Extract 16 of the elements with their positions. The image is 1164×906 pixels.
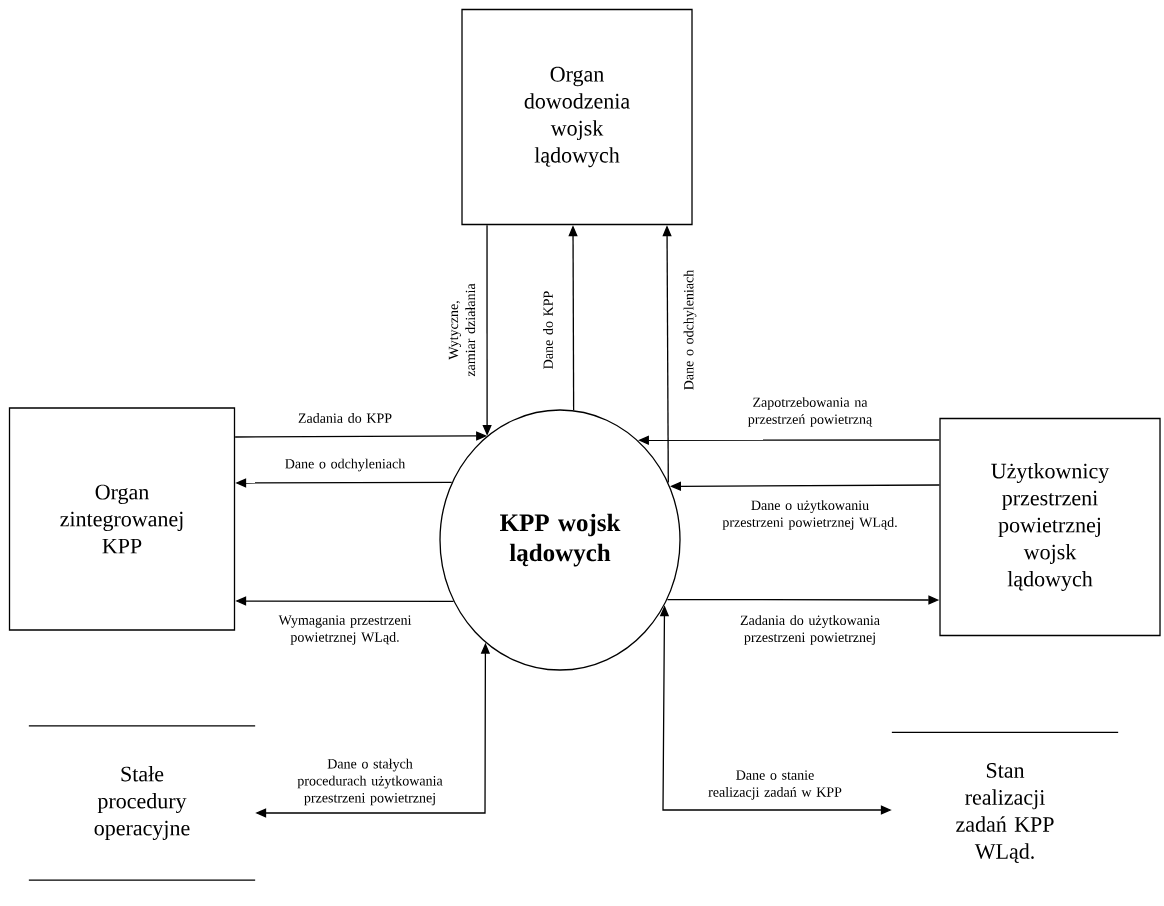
entity-box: Organ zintegrowanej KPP (8, 407, 236, 631)
data-store: Stałe procedury operacyjne (28, 725, 256, 881)
edge-label: Zapotrzebowania na przestrzeń powietrzną (748, 397, 873, 427)
edge-label: Zadania do użytkowania przestrzeni powietrznej (740, 615, 880, 645)
edge-label: Dane do KPP (543, 291, 553, 369)
edge-label: Zadania do KPP (298, 413, 392, 423)
edge-label: Dane o stanie realizacji zadań w KPP (708, 770, 842, 800)
edge-label: Dane o użytkowaniu przestrzeni powietrznej WLąd. (722, 500, 897, 530)
edge-label: Dane o odchyleniach (285, 458, 406, 472)
entity-box: Użytkownicy przestrzeni powietrznej wojsk lądowych (939, 417, 1161, 637)
edge-label: Dane o odchyleniach (683, 269, 697, 390)
edge-label: Dane o stałych procedurach użytkowania przestrzeni powietrznej (297, 758, 443, 806)
edge-label: Wytyczne, zamiar działania (448, 283, 476, 377)
edge-label: Wymagania przestrzeni powietrznej WLąd. (278, 615, 412, 645)
entity-box: Organ dowodzenia wojsk lądowych (461, 8, 693, 226)
data-store: Stan realizacji zadań KPP WLąd. (891, 731, 1119, 863)
